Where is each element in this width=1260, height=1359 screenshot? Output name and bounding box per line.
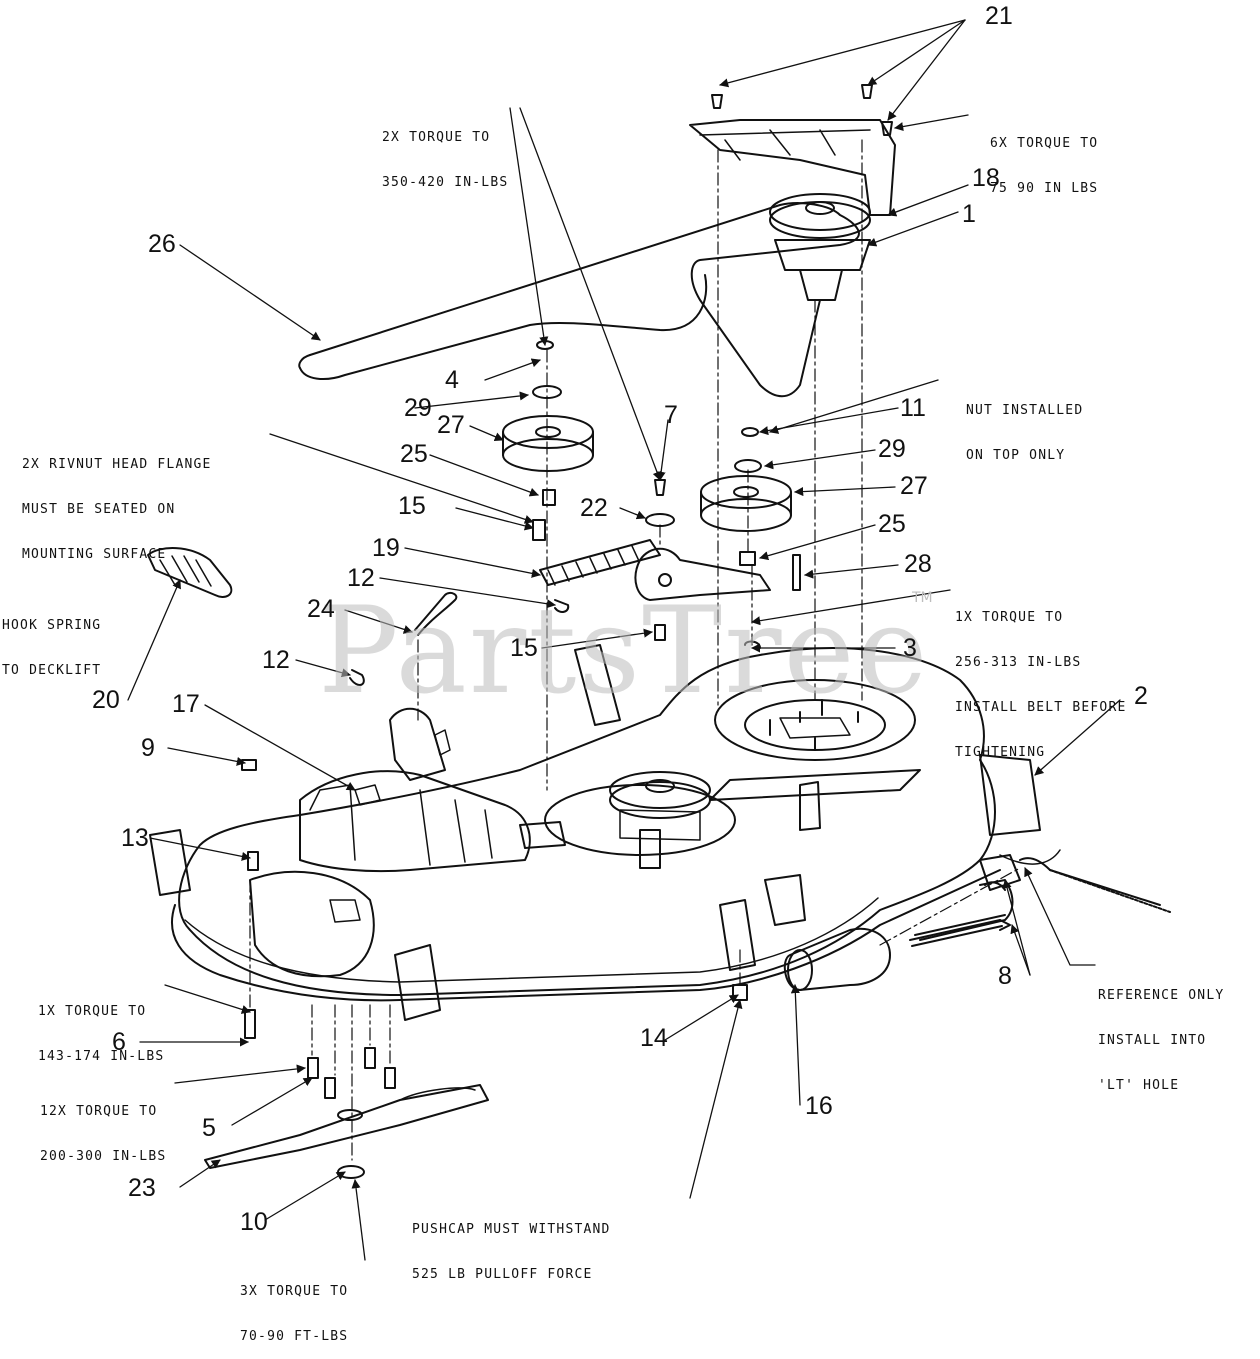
note-line: PUSHCAP MUST WITHSTAND [412, 1222, 611, 1237]
watermark-trademark: TM [912, 590, 933, 606]
reference-rod [909, 881, 1011, 947]
callout-7: 7 [664, 401, 678, 429]
callout-15: 15 [398, 492, 426, 520]
callout-10: 10 [240, 1208, 268, 1236]
note-hook-spring: HOOK SPRING TO DECKLIFT [2, 588, 101, 693]
callout-9: 9 [141, 734, 155, 762]
callout-29-right: 29 [878, 435, 906, 463]
note-line: INSTALL BELT BEFORE [955, 700, 1127, 715]
front-brackets [394, 644, 821, 1021]
watermark-text: PartsTree [318, 582, 930, 721]
callout-17: 17 [172, 690, 200, 718]
left-spindle-cover [299, 707, 531, 873]
note-rivnut: 2X RIVNUT HEAD FLANGE MUST BE SEATED ON … [22, 427, 212, 577]
note-line: 1X TORQUE TO [38, 1004, 147, 1019]
callout-2: 2 [1134, 682, 1148, 710]
leader-lines [127, 19, 1121, 1261]
note-line: 'LT' HOLE [1098, 1078, 1180, 1093]
note-line: 2X TORQUE TO [382, 130, 491, 145]
center-spindle [519, 771, 736, 869]
note-line: 256-313 IN-LBS [955, 655, 1082, 670]
callout-25: 25 [400, 440, 428, 468]
note-torque-200-300: 12X TORQUE TO 200-300 IN-LBS [40, 1074, 166, 1179]
note-line: NUT INSTALLED [966, 403, 1084, 418]
note-pushcap: PUSHCAP MUST WITHSTAND 525 LB PULLOFF FO… [412, 1192, 611, 1297]
note-line: 75 90 IN LBS [990, 181, 1099, 196]
note-line: MOUNTING SURFACE [22, 547, 167, 562]
callout-29: 29 [404, 394, 432, 422]
note-line: ON TOP ONLY [966, 448, 1066, 463]
note-line: TO DECKLIFT [2, 663, 102, 678]
callout-11: 11 [900, 394, 926, 422]
note-line: REFERENCE ONLY [1098, 988, 1225, 1003]
callout-24: 24 [307, 595, 335, 623]
note-line: 70-90 FT-LBS [240, 1329, 349, 1344]
note-line: 3X TORQUE TO [240, 1284, 349, 1299]
diagram-drawing [127, 19, 1171, 1261]
callout-20: 20 [92, 686, 120, 714]
callout-1: 1 [962, 200, 976, 228]
discharge-chute [249, 870, 375, 978]
blade-bolts [307, 1047, 396, 1099]
note-line: INSTALL INTO [1098, 1033, 1207, 1048]
note-torque-143-174: 1X TORQUE TO 143-174 IN-LBS [38, 974, 164, 1079]
note-torque-256-313: 1X TORQUE TO 256-313 IN-LBS INSTALL BELT… [955, 580, 1127, 775]
note-torque-75-90: 6X TORQUE TO 75 90 IN LBS [990, 106, 1098, 211]
mower-deck [149, 647, 1061, 1002]
drive-belt [298, 202, 860, 398]
alignment-lines [249, 139, 1021, 1161]
note-reference-only: REFERENCE ONLY INSTALL INTO 'LT' HOLE [1098, 958, 1224, 1108]
note-torque-70-90: 3X TORQUE TO 70-90 FT-LBS [240, 1254, 348, 1359]
callout-6: 6 [112, 1028, 126, 1056]
callout-15-lower: 15 [510, 634, 538, 662]
callout-23: 23 [128, 1174, 156, 1202]
extension-spring [147, 547, 233, 598]
note-line: MUST BE SEATED ON [22, 502, 176, 517]
note-line: TIGHTENING [955, 745, 1046, 760]
callout-12: 12 [347, 564, 375, 592]
callout-18: 18 [972, 164, 1000, 192]
idler-pulleys [502, 415, 792, 532]
note-line: 12X TORQUE TO [40, 1104, 158, 1119]
callout-3: 3 [903, 634, 917, 662]
right-spindle-well [709, 679, 921, 801]
callout-8: 8 [998, 962, 1012, 990]
idler-arm-spring [539, 539, 771, 601]
note-line: 350-420 IN-LBS [382, 175, 509, 190]
callout-19: 19 [372, 534, 400, 562]
note-nut-installed: NUT INSTALLED ON TOP ONLY [966, 373, 1083, 478]
callout-26: 26 [148, 230, 176, 258]
callout-5: 5 [202, 1114, 216, 1142]
note-torque-350-420: 2X TORQUE TO 350-420 IN-LBS [382, 100, 508, 205]
note-line: 2X RIVNUT HEAD FLANGE [22, 457, 212, 472]
callout-4: 4 [445, 366, 459, 394]
note-line: 1X TORQUE TO [955, 610, 1064, 625]
note-line: 6X TORQUE TO [990, 136, 1099, 151]
right-spindle-assembly [689, 119, 896, 301]
callout-28: 28 [904, 550, 932, 578]
mower-blade [204, 1084, 489, 1179]
note-line: 143-174 IN-LBS [38, 1049, 165, 1064]
note-line: 525 LB PULLOFF FORCE [412, 1267, 593, 1282]
callout-13: 13 [121, 824, 149, 852]
callout-25-right: 25 [878, 510, 906, 538]
callout-12-lower: 12 [262, 646, 290, 674]
callout-22: 22 [580, 494, 608, 522]
callout-27-right: 27 [900, 472, 928, 500]
parts-diagram: PartsTree TM 21 18 1 26 4 29 27 25 7 11 … [2, 2, 1224, 1345]
clips [349, 591, 570, 686]
note-line: HOOK SPRING [2, 618, 102, 633]
note-line: 200-300 IN-LBS [40, 1149, 167, 1164]
callout-21: 21 [985, 2, 1013, 30]
callout-16: 16 [805, 1092, 833, 1120]
callout-27: 27 [437, 411, 465, 439]
callout-14: 14 [640, 1024, 668, 1052]
